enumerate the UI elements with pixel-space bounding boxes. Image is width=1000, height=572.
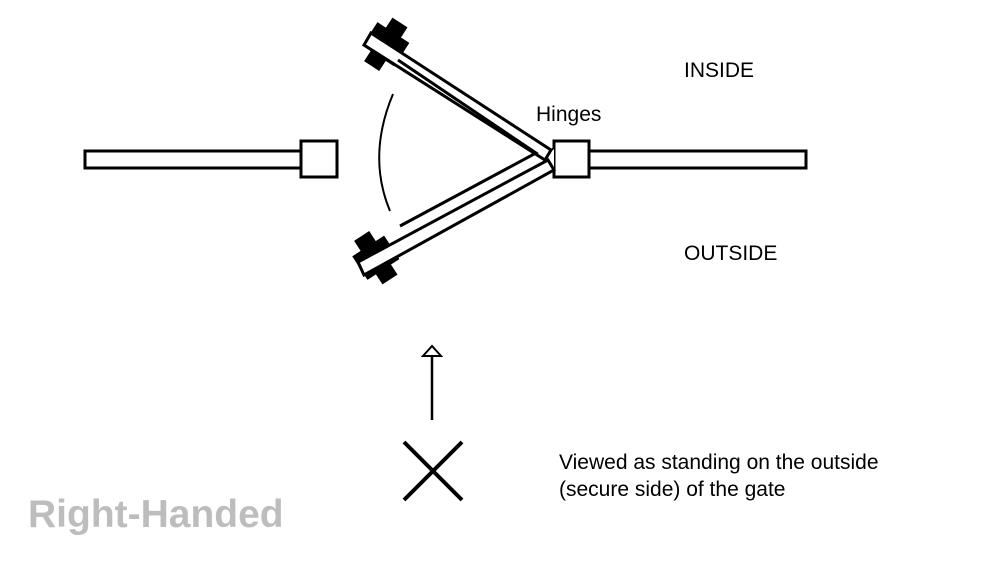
inside-label: INSIDE [684,59,755,82]
view-direction-arrow-icon [420,344,444,420]
right-fence-rail [587,149,808,170]
hinge-post [552,139,591,179]
outside-label: OUTSIDE [684,242,778,265]
left-fence-rail [83,149,304,170]
viewpoint-note-line2: (secure side) of the gate [559,478,786,501]
viewer-position-x-icon [402,440,464,502]
latch-post [299,139,339,179]
gate-leaf-open-outside [356,158,557,278]
diagram-title: Right-Handed [28,493,284,536]
gate-leaf-apex [397,58,539,228]
swing-arc [378,93,394,212]
viewpoint-note-line1: Viewed as standing on the outside [559,451,879,474]
hinges-label: Hinges [536,103,602,126]
